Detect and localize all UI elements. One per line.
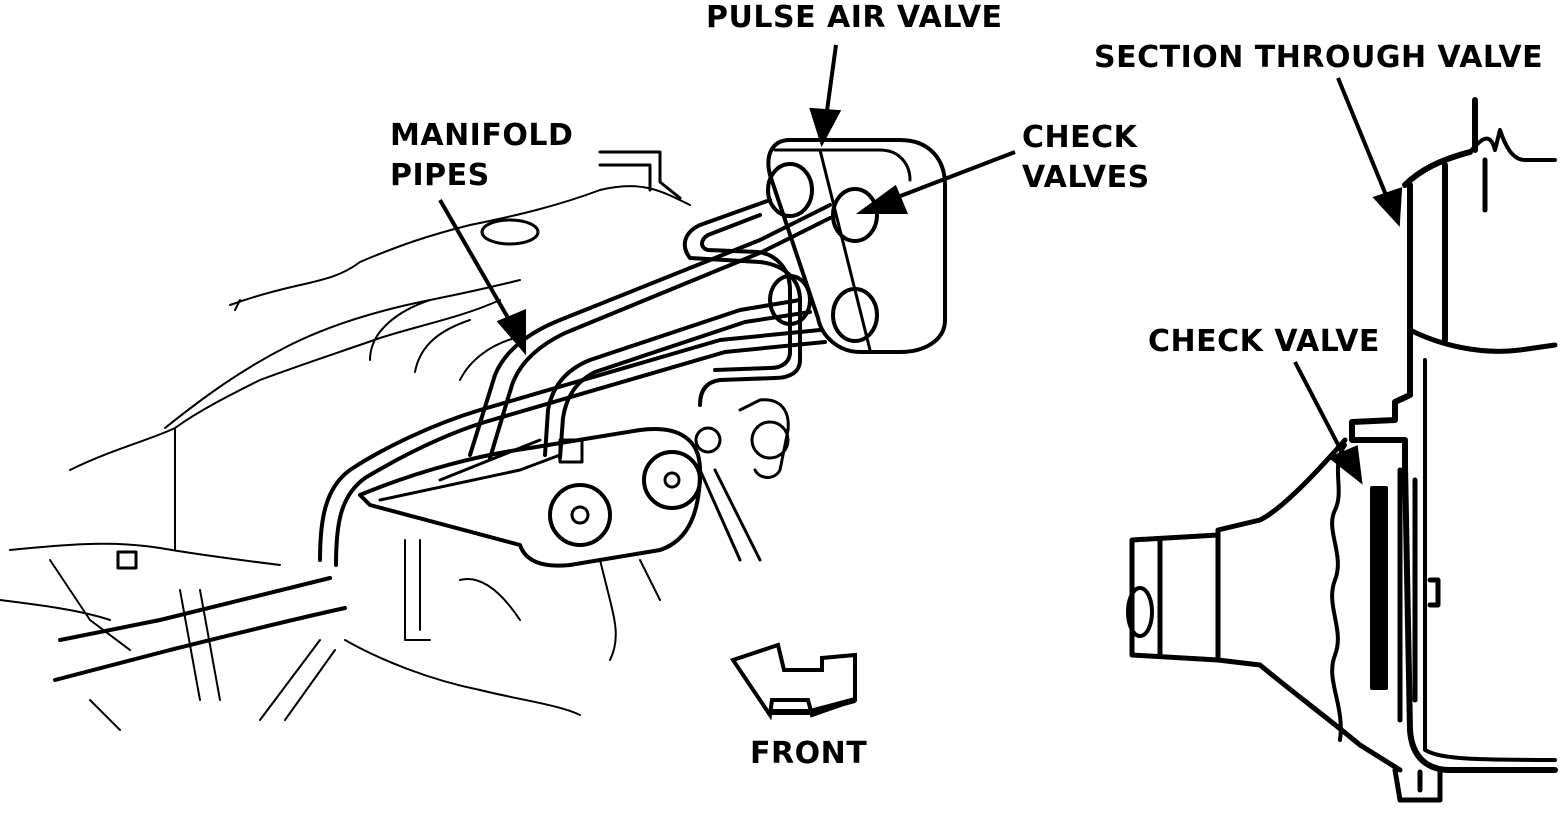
exhaust-manifold-top (380, 440, 560, 500)
manifold-port-2-inner (665, 473, 679, 487)
check-valve-reed (1372, 488, 1386, 688)
engine-boss (482, 220, 538, 244)
label-check-valves: CHECK VALVES (1022, 120, 1150, 195)
arrow-head-pulse-air (812, 110, 838, 142)
valve-body-inner (1425, 360, 1555, 760)
front-arrow-shadow (770, 700, 855, 712)
engine-cover-curves (235, 300, 515, 380)
check-valve-membrane (1332, 445, 1345, 740)
manifold-port-1 (550, 485, 610, 545)
manifold-pipes (320, 200, 830, 565)
label-pulse-air-valve: PULSE AIR VALVE (706, 0, 1003, 35)
check-valve-seat (1400, 470, 1438, 720)
engine-cover-lower (70, 300, 500, 470)
bolt-4 (118, 552, 136, 568)
bolt-3 (752, 422, 788, 458)
label-section-through-valve: SECTION THROUGH VALVE (1094, 40, 1544, 75)
valve-body (1352, 330, 1555, 770)
engine-block-side (10, 428, 280, 565)
manifold-port-2 (644, 452, 700, 508)
exhaust-pipe (55, 578, 345, 680)
label-check-valve: CHECK VALVE (1148, 324, 1380, 359)
arrow-head-section (1376, 190, 1400, 222)
frame-lines (90, 590, 335, 730)
top-bracket (600, 152, 680, 198)
check-valve-cap-4 (833, 289, 877, 341)
engine-edge-left (0, 560, 130, 650)
manifold-port-1-inner (572, 507, 588, 523)
check-valve-cap-2 (833, 189, 877, 241)
bolt-1 (560, 440, 582, 462)
bolt-2 (696, 428, 720, 452)
check-valve-cap-1 (768, 164, 812, 216)
valve-outlet (1218, 440, 1400, 770)
exhaust-manifold (360, 429, 700, 566)
arrow-head-check-valves (862, 188, 905, 212)
lower-block (345, 540, 580, 715)
label-front: FRONT (750, 736, 868, 771)
arrow-head-manifold (500, 312, 524, 350)
valve-outlet-opening (1128, 588, 1152, 636)
engine-cover-outline (230, 186, 690, 305)
manifold-bracket (700, 400, 788, 560)
valve-top-tube (1405, 100, 1475, 340)
valve-outlet-pipe (1132, 535, 1218, 660)
arrow-head-check-valve (1332, 448, 1360, 480)
pulse-air-valve-face (775, 150, 910, 350)
valve-top-inner (1410, 160, 1555, 351)
pulse-air-valve-housing (768, 140, 945, 352)
leader-arrows (440, 45, 1400, 480)
valve-bottom-port (1395, 770, 1440, 800)
engine-assembly (0, 140, 945, 730)
lower-block-2 (600, 560, 660, 660)
label-manifold-pipes: MANIFOLD PIPES (390, 118, 574, 193)
engine-cover-mid (165, 280, 520, 428)
front-arrow (733, 645, 855, 715)
valve-top-break (1470, 130, 1555, 160)
valve-section (1128, 100, 1555, 800)
